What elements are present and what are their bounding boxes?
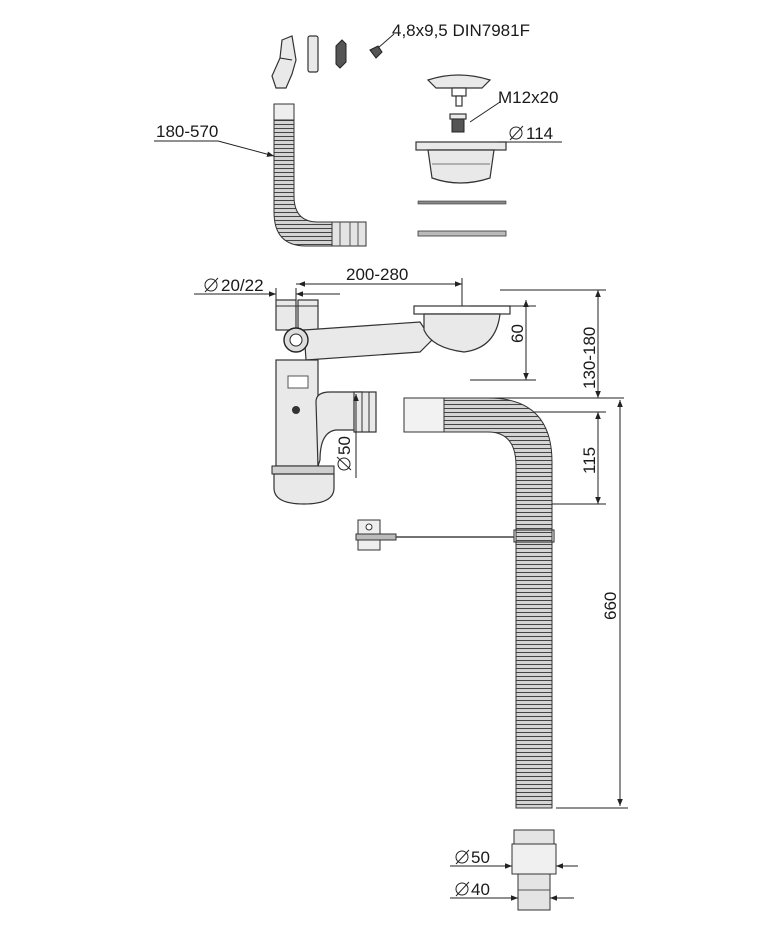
overflow-dia-label: 20/22 [221,276,264,295]
sink-connection-arm [303,321,433,361]
sealing-gasket-2 [417,230,507,237]
flex-length-leader [217,140,275,157]
overflow-flex-hose [273,103,367,247]
bolt-spec-label: M12x20 [498,88,558,107]
overflow-dia-dimension: 20/22 [204,276,264,295]
reach-label: 200-280 [346,265,408,284]
overflow-elbow [271,35,297,89]
screw-part [369,45,383,59]
drain-flex-hose [403,397,555,809]
sealing-gasket-1 [417,200,507,205]
siphon-body [271,327,377,505]
screw-leader [377,33,395,49]
wall-clip-bracket [355,519,514,551]
drop-60-label: 60 [508,324,527,343]
end-dia-50-dimension: 50 [455,848,490,867]
end-dia-40-label: 40 [471,880,490,899]
sink-bowl-outlet [413,305,511,353]
overflow-cap [307,35,319,73]
overflow-gasket [335,39,347,69]
strainer-body [415,141,507,184]
outlet-dia-dimension: 50 [335,436,354,471]
end-dia-40-dimension: 40 [455,880,490,899]
end-dia-50-label: 50 [471,848,490,867]
height-115-label: 115 [580,447,599,474]
bolt-leader [469,101,501,123]
strainer-dia-label: 114 [526,124,553,143]
overflow-connector-stubs [275,299,319,331]
flex-length-label: 180-570 [156,122,218,141]
drop-130-180-label: 130-180 [580,327,599,389]
strainer-basket [426,74,492,107]
outlet-dia-label: 50 [335,436,354,455]
m12-bolt [449,113,467,133]
height-660-label: 660 [601,592,620,620]
end-adapter [511,829,557,911]
strainer-dia-dimension: 114 [509,124,553,143]
screw-spec-label: 4,8x9,5 DIN7981F [392,21,530,40]
